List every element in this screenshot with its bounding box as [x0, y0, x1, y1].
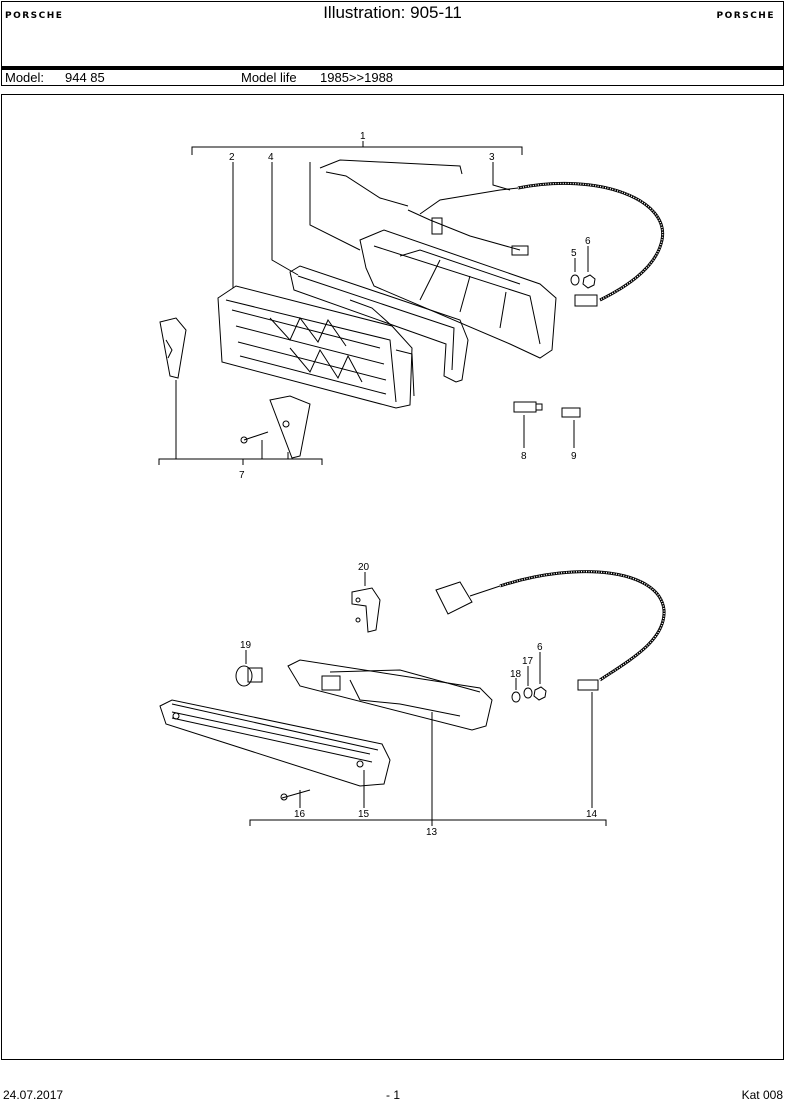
washer-17 — [523, 687, 533, 699]
washer-5 — [570, 274, 580, 286]
callout-2: 2 — [229, 152, 235, 163]
porsche-logo-right: PORSCHE — [716, 11, 775, 21]
header-box: PORSCHE Illustration: 905-11 PORSCHE — [1, 1, 784, 67]
model-row: Model: 944 85 Model life 1985>>1988 — [1, 67, 784, 86]
callout-9: 9 — [571, 451, 577, 462]
model-life-label: Model life — [241, 70, 297, 85]
bracket-7 — [158, 458, 323, 465]
bracket-1 — [191, 146, 523, 155]
screw-16 — [281, 789, 311, 799]
bulb-9 — [561, 407, 581, 418]
callout-15: 15 — [358, 809, 370, 820]
bulb-8 — [513, 401, 543, 413]
callout-19: 19 — [240, 640, 252, 651]
callout-17: 17 — [522, 656, 534, 667]
footer-date: 24.07.2017 — [3, 1088, 64, 1102]
callout-4: 4 — [268, 152, 274, 163]
washer-18 — [511, 691, 521, 703]
leader-4 — [271, 162, 299, 276]
footer-page: - 1 — [386, 1088, 401, 1102]
callout-20: 20 — [358, 562, 370, 573]
screw-16-head — [280, 793, 288, 801]
leader-1b — [309, 162, 361, 251]
wiring-harness — [319, 159, 665, 307]
screw-upper — [240, 431, 269, 444]
callout-6: 6 — [585, 236, 591, 247]
porsche-logo-left: PORSCHE — [5, 11, 64, 21]
footer-catalog: Kat 008 — [741, 1088, 783, 1102]
callout-6b: 6 — [537, 642, 543, 653]
turn-signal-housing — [287, 659, 493, 731]
illustration-frame — [1, 94, 784, 1060]
callout-13: 13 — [426, 827, 438, 838]
model-label: Model: — [5, 70, 45, 85]
callout-3: 3 — [489, 152, 495, 163]
model-life-value: 1985>>1988 — [320, 70, 394, 85]
callout-8: 8 — [521, 451, 527, 462]
cable-14 — [435, 570, 666, 691]
callout-16: 16 — [294, 809, 306, 820]
headlight-lens — [217, 285, 415, 409]
callout-1: 1 — [360, 131, 366, 142]
bracket-13 — [249, 819, 607, 826]
gasket — [289, 265, 469, 383]
leader-3 — [492, 162, 511, 191]
callout-7: 7 — [239, 470, 245, 481]
side-reflector-left — [159, 317, 187, 379]
socket-20 — [351, 587, 381, 633]
callout-5: 5 — [571, 248, 577, 259]
bulb-19 — [235, 665, 263, 687]
callout-18: 18 — [510, 669, 522, 680]
nut-6b — [533, 686, 547, 701]
nut-6 — [582, 274, 596, 289]
model-value: 944 85 — [65, 70, 105, 85]
illustration-title: Illustration: 905-11 — [323, 3, 462, 22]
headlight-housing — [359, 229, 557, 359]
callout-14: 14 — [586, 809, 598, 820]
side-reflector-right — [269, 395, 311, 459]
turn-signal-lens — [159, 699, 391, 787]
